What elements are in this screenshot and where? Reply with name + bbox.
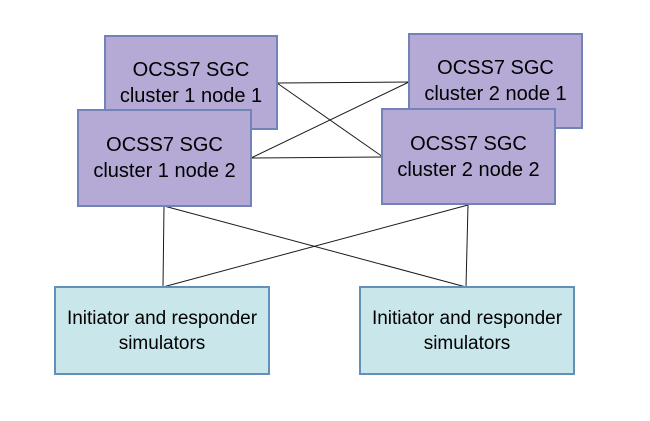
- node-label: OCSS7 SGC cluster 2 node 1: [424, 57, 567, 105]
- node-label: Initiator and responder simulators: [371, 307, 563, 354]
- node-simulators-left: Initiator and responder simulators: [54, 286, 270, 375]
- node-sgc-cluster1-node2: OCSS7 SGC cluster 1 node 2: [77, 109, 252, 207]
- node-simulators-right: Initiator and responder simulators: [359, 286, 575, 375]
- connector-c1n1-c2n1: [276, 81, 410, 84]
- node-label: OCSS7 SGC cluster 2 node 2: [397, 132, 540, 181]
- node-label: Initiator and responder simulators: [66, 307, 258, 354]
- connector-c1n2-c2n2: [250, 156, 384, 159]
- connector-c1n2-c2n1: [250, 81, 410, 159]
- connector-c1n2-sim-left: [162, 205, 165, 288]
- connector-c2n2-sim-right: [465, 204, 469, 288]
- node-label: OCSS7 SGC cluster 1 node 1: [119, 58, 263, 107]
- connector-c2n2-sim-left: [162, 204, 469, 288]
- node-label: OCSS7 SGC cluster 1 node 2: [93, 134, 236, 182]
- node-sgc-cluster2-node2: OCSS7 SGC cluster 2 node 2: [381, 108, 556, 205]
